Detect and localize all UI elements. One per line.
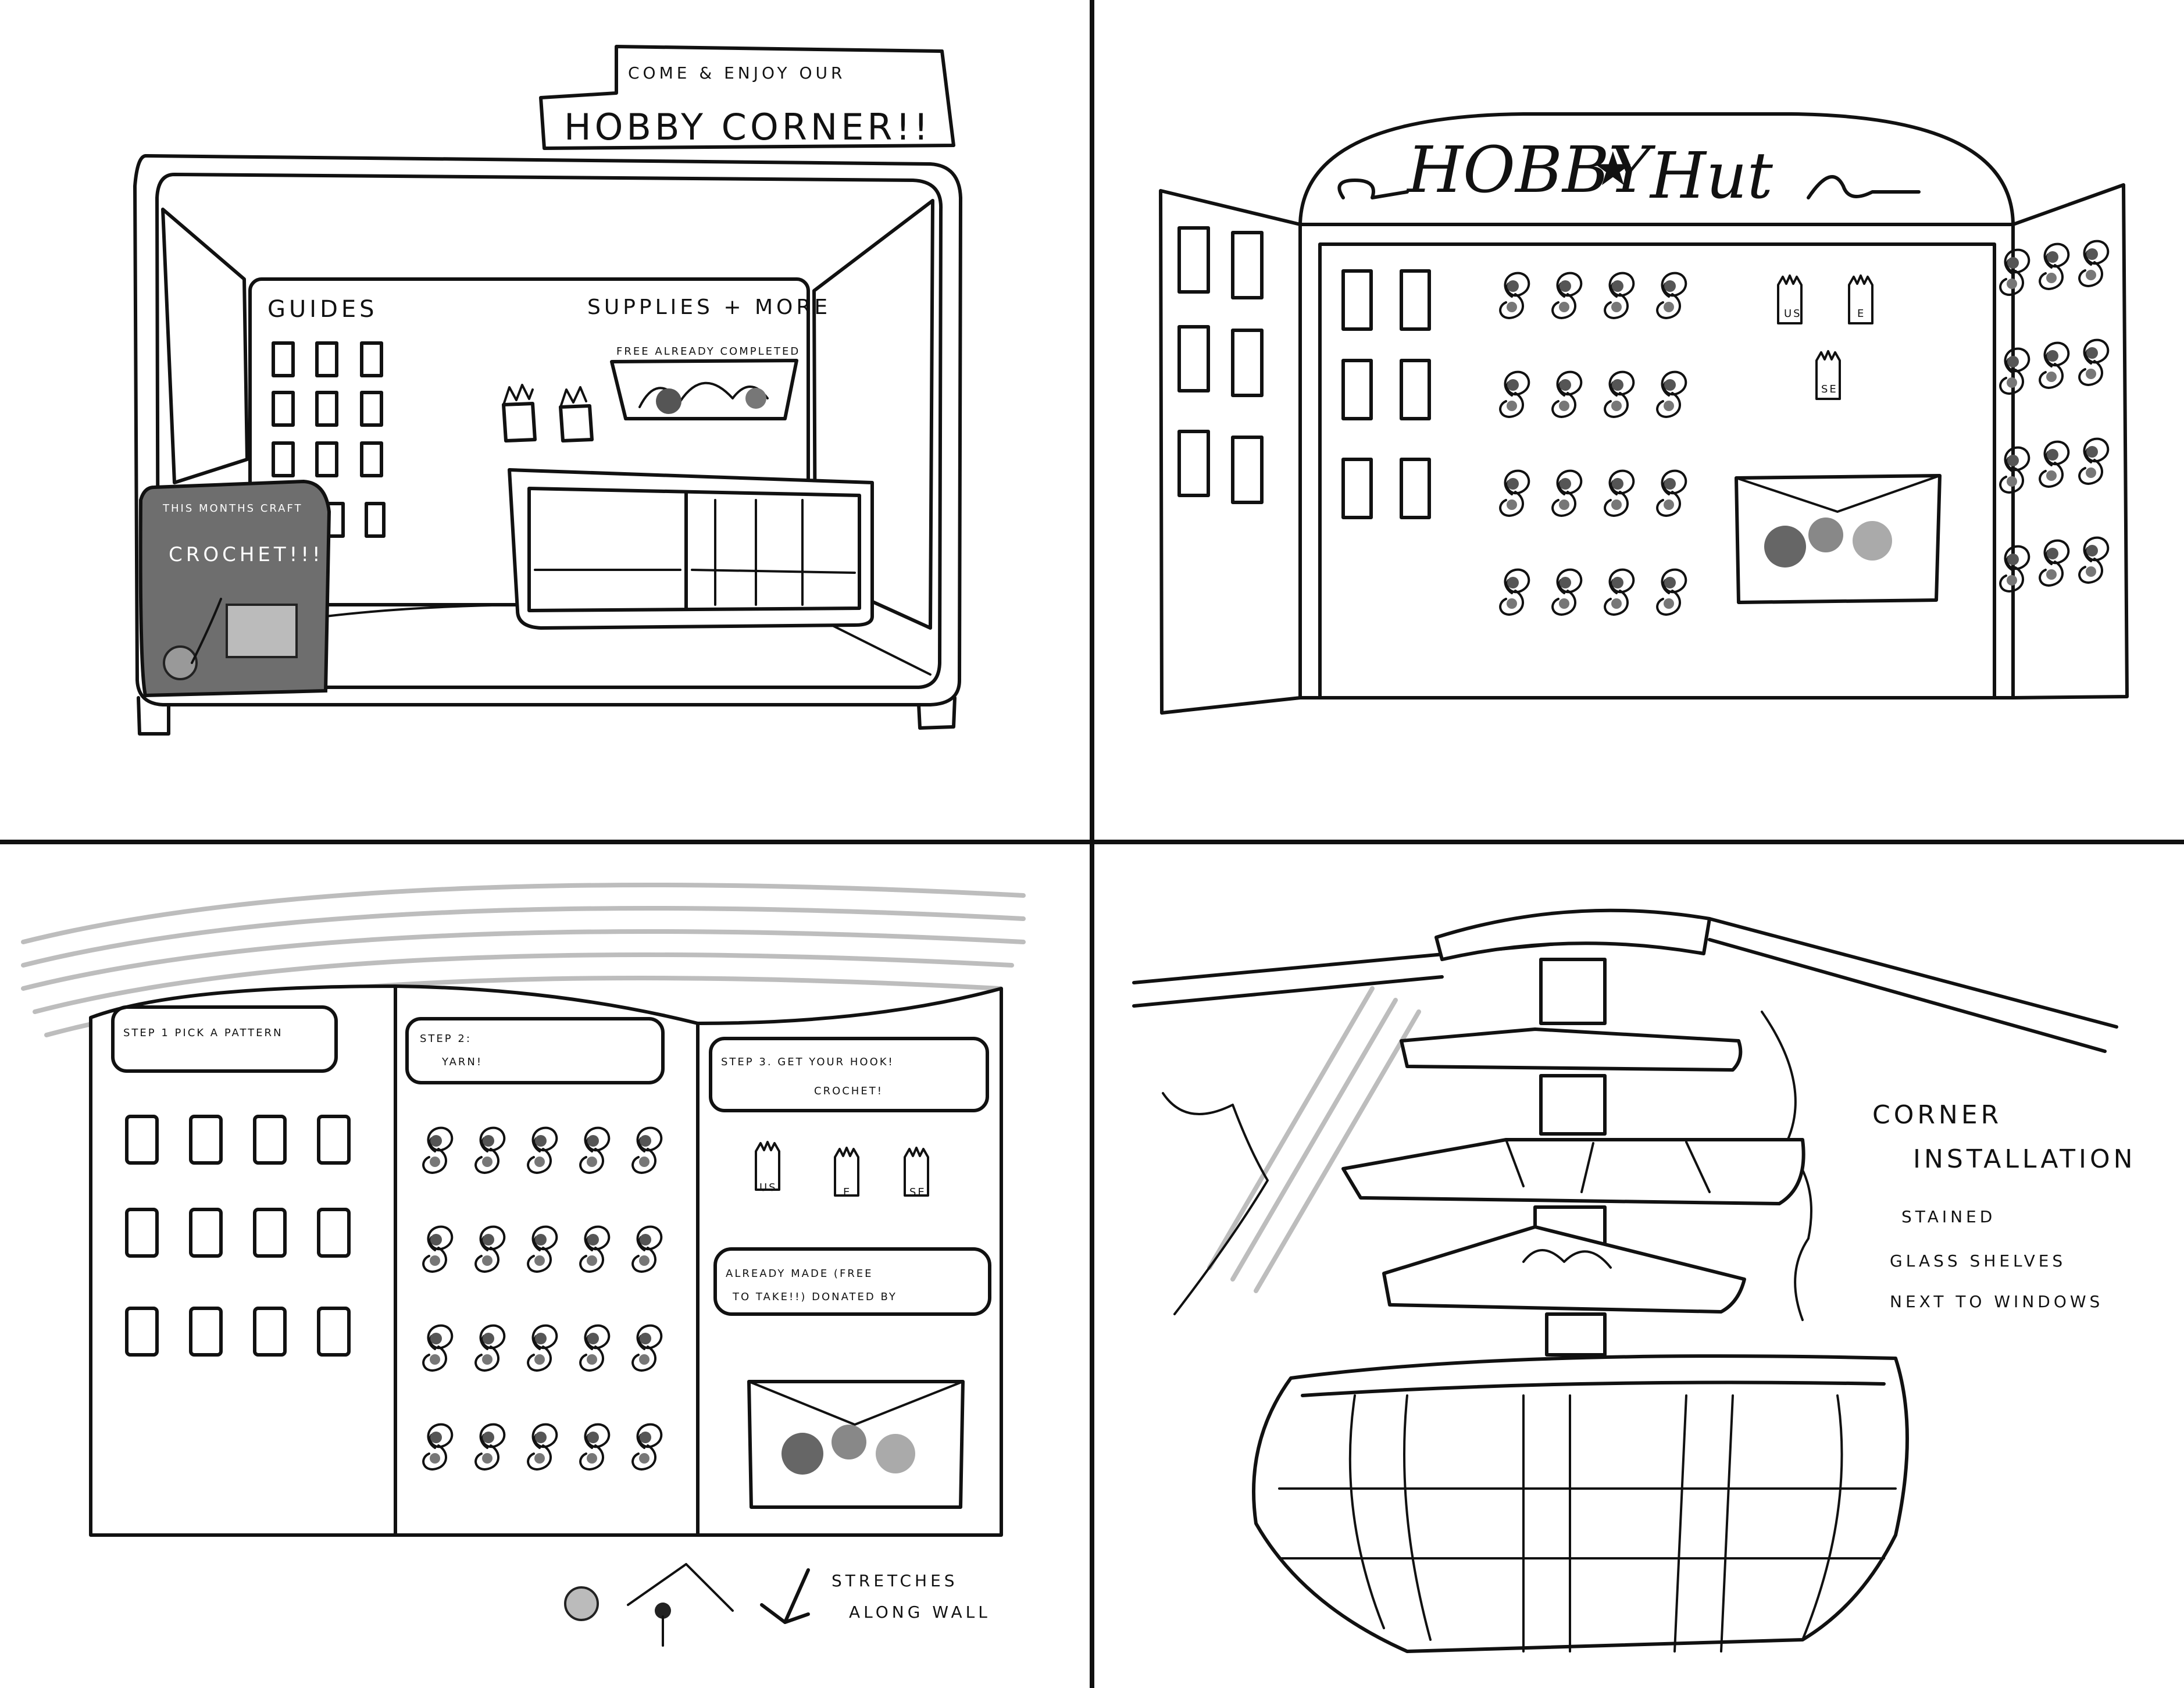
sign-small-text: COME & ENJOY OUR [628, 63, 845, 83]
stretches-note-2: ALONG WALL [849, 1603, 991, 1622]
step2-label-2: YARN! [441, 1056, 483, 1068]
cabinet-inner [155, 173, 943, 689]
guides-label: GUIDES [267, 296, 378, 323]
cabinet-leg-left [137, 696, 170, 736]
shelf-fourth [1382, 1225, 1746, 1314]
stretches-note: STRETCHES [832, 1571, 958, 1590]
poster-caption: THIS MONTHS CRAFT [162, 502, 303, 515]
sign-large-text: HOBBY CORNER!! [564, 106, 932, 148]
supply-bag-1 [502, 402, 537, 442]
cubby-shelf [508, 468, 874, 630]
hut-header-left: HOBBY [1406, 133, 1656, 207]
corner-note-5: NEXT TO WINDOWS [1890, 1292, 2103, 1311]
svg-text:E: E [843, 1186, 851, 1198]
yarn-ball-icon [163, 645, 198, 680]
wall-shading [21, 883, 1026, 1037]
corner-note-4: GLASS SHELVES [1890, 1251, 2066, 1271]
step3-label-2: CROCHET! [814, 1085, 883, 1097]
sign-board [539, 45, 955, 150]
completed-bin [610, 359, 798, 420]
svg-text:E: E [1857, 308, 1865, 320]
supplies-label: SUPPLIES + MORE [587, 295, 831, 319]
step1-label: STEP 1 PICK A PATTERN [123, 1027, 283, 1039]
guide-cards [272, 341, 386, 538]
svg-text:SE: SE [1821, 383, 1838, 395]
star-icon: ★ [1592, 142, 1634, 196]
side-panel-left [161, 208, 249, 484]
hut-door-left [1159, 189, 1302, 715]
shelf-second [1400, 1027, 1743, 1072]
hut-header-right: Hut [1649, 138, 1773, 213]
supply-bag-2 [559, 404, 594, 442]
cabinet-leg-right [917, 696, 957, 730]
svg-text:US: US [759, 1182, 777, 1194]
svg-text:SE: SE [909, 1186, 926, 1198]
panel-hobby-hut: HOBBY ★ Hut [1159, 112, 2129, 715]
hut-arch [1298, 112, 2015, 226]
step-panel-2 [394, 984, 700, 1537]
panel-steps-wall: STEP 1 PICK A PATTERN STEP 2: YARN! STEP… [21, 883, 1026, 1647]
hook-packs: US E SE [1777, 274, 1873, 400]
shelf-top [1434, 908, 1711, 961]
step3-hook-packs: US E SE [755, 1141, 929, 1198]
stretch-icon [564, 1563, 734, 1647]
already-made-label: ALREADY MADE (FREE [726, 1268, 873, 1280]
panel-corner-installation: CORNER INSTALLATION STAINED GLASS SHELVE… [1132, 908, 2136, 1653]
board-pattern-cards [1341, 269, 1431, 519]
shelf-third [1341, 1138, 1805, 1205]
panel-hobby-corner: COME & ENJOY OUR HOBBY CORNER!! GUIDES S… [133, 45, 962, 736]
hut-door-right [2011, 183, 2129, 700]
arrow-icon [760, 1568, 810, 1624]
door-pattern-cards [1177, 226, 1264, 504]
already-made-label-2: TO TAKE!!) DONATED BY [732, 1291, 897, 1303]
bin-label: FREE ALREADY COMPLETED [616, 345, 800, 358]
step3-label: STEP 3. GET YOUR HOOK! [721, 1056, 894, 1068]
step2-label: STEP 2: [420, 1033, 472, 1045]
step-panel-1 [89, 984, 397, 1537]
svg-text:US: US [1784, 308, 1802, 320]
corner-note-2: INSTALLATION [1913, 1144, 2136, 1174]
corner-note-3: STAINED [1901, 1207, 1996, 1226]
ceiling-line-right [1708, 917, 2118, 1029]
poster-title: CROCHET!!! [169, 543, 324, 566]
corner-note-1: CORNER [1872, 1100, 2002, 1130]
